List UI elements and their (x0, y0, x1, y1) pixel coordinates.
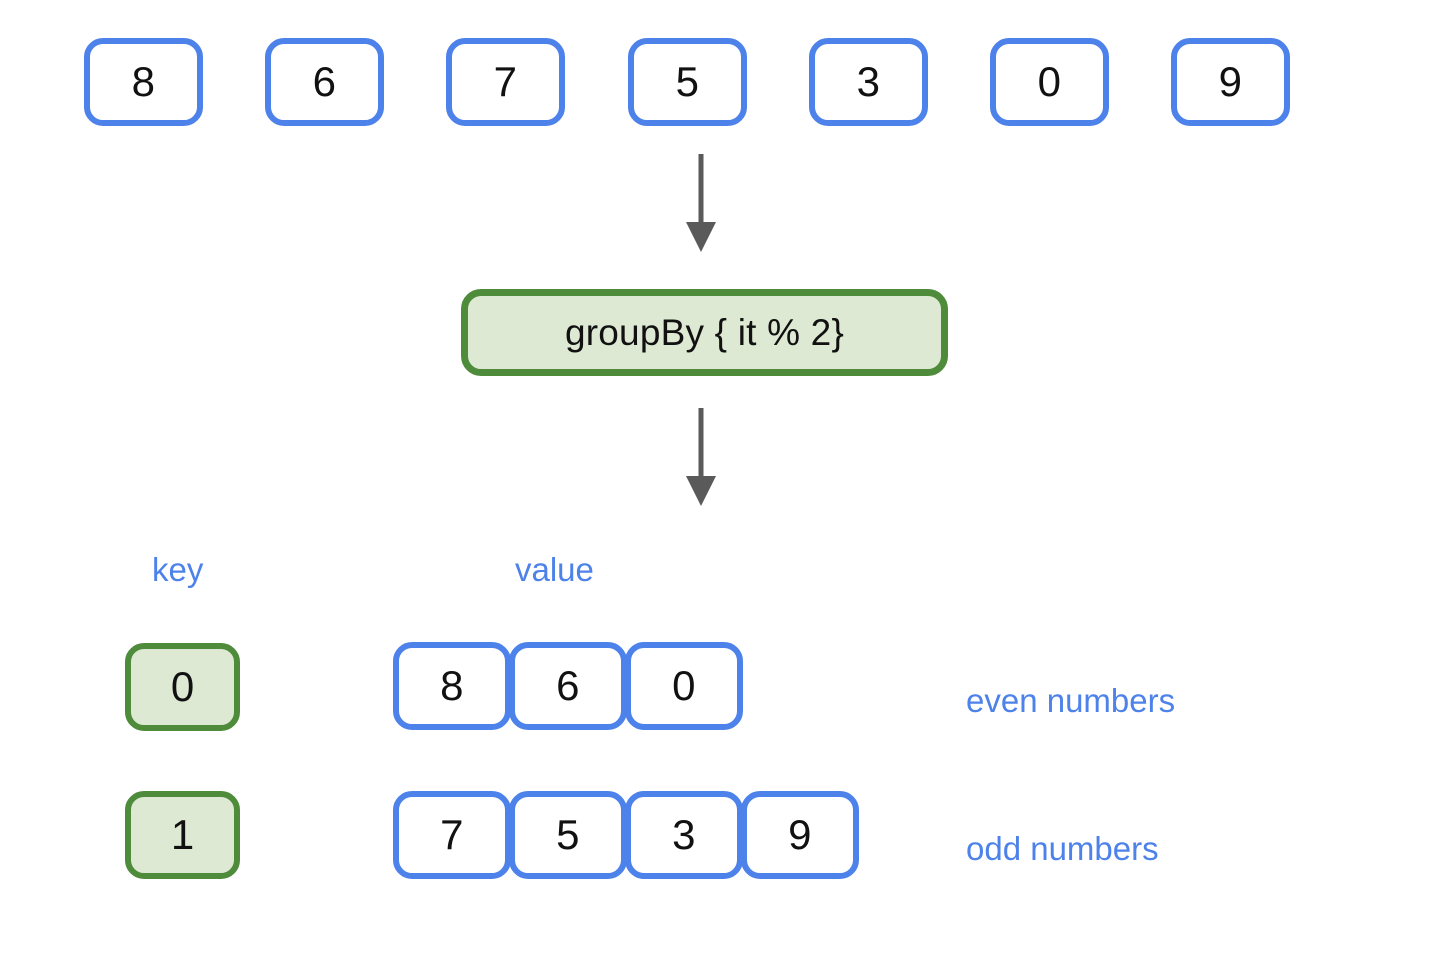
input-cell: 0 (990, 38, 1109, 126)
value-column-header: value (515, 551, 594, 588)
key-cell: 0 (125, 643, 240, 731)
input-cell: 7 (446, 38, 565, 126)
row-annotation-even: even numbers (966, 682, 1176, 719)
row-annotation-odd: odd numbers (966, 830, 1159, 867)
input-cell: 5 (628, 38, 747, 126)
value-cell: 5 (509, 791, 627, 879)
input-cell: 8 (84, 38, 203, 126)
input-cell: 9 (1171, 38, 1290, 126)
value-cell: 3 (625, 791, 743, 879)
value-cell: 9 (741, 791, 859, 879)
key-column-header: key (152, 551, 204, 588)
value-cell: 6 (509, 642, 627, 730)
value-cell: 0 (625, 642, 743, 730)
operation-label: groupBy { it % 2} (564, 311, 845, 353)
value-cell: 8 (393, 642, 511, 730)
input-cell: 6 (265, 38, 384, 126)
arrow-operation-to-result-icon (686, 408, 716, 506)
input-cell: 3 (809, 38, 928, 126)
arrow-input-to-operation-icon (686, 154, 716, 252)
value-cell: 7 (393, 791, 511, 879)
operation-box: groupBy { it % 2} (461, 289, 948, 376)
key-cell: 1 (125, 791, 240, 879)
